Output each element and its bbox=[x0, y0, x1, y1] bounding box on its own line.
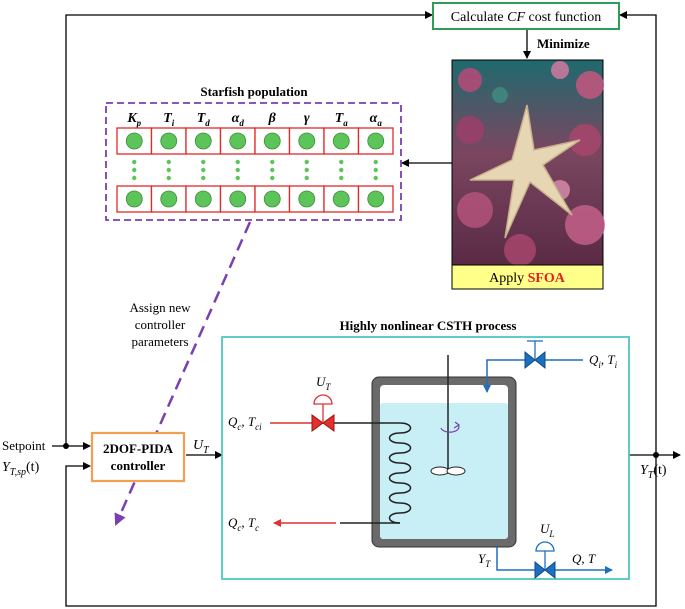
setpoint-label: Setpoint bbox=[2, 438, 46, 453]
param-cell bbox=[219, 185, 256, 213]
outlet-label: Q, T bbox=[572, 551, 596, 566]
starfish-agent-dot bbox=[367, 132, 385, 150]
starfish-agent-dot bbox=[332, 132, 350, 150]
starfish-agent-dot bbox=[263, 132, 281, 150]
param-header: Ti bbox=[163, 111, 175, 128]
ellipsis-dot bbox=[201, 159, 206, 165]
ellipsis-dot bbox=[304, 175, 309, 181]
ellipsis-dot bbox=[201, 167, 206, 173]
valve-ut-icon bbox=[311, 394, 335, 432]
ellipsis-dot bbox=[339, 159, 344, 165]
cost-function-label: Calculate CF cost function bbox=[451, 10, 601, 25]
minimize-label: Minimize bbox=[537, 36, 590, 51]
ellipsis-dot bbox=[132, 167, 137, 173]
ellipsis-dot bbox=[270, 159, 275, 165]
svg-text:Assign new: Assign new bbox=[129, 300, 191, 315]
starfish-agent-dot bbox=[229, 190, 247, 208]
param-header: γ bbox=[304, 111, 310, 126]
ellipsis-dot bbox=[132, 159, 137, 165]
stirrer-icon bbox=[430, 355, 466, 476]
starfish-agent-dot bbox=[263, 190, 281, 208]
population-title: Starfish population bbox=[200, 84, 308, 99]
setpoint-junction bbox=[63, 443, 69, 449]
param-header: Td bbox=[197, 111, 211, 128]
svg-text:controller: controller bbox=[135, 317, 186, 332]
svg-text:parameters: parameters bbox=[131, 334, 188, 349]
control-signal-label: UT bbox=[193, 438, 210, 456]
starfish-agent-dot bbox=[160, 132, 178, 150]
svg-text:controller: controller bbox=[111, 458, 166, 473]
starfish-photo: Apply SFOA bbox=[451, 59, 605, 290]
starfish-agent-dot bbox=[194, 190, 212, 208]
apply-sfoa-label: Apply SFOA bbox=[489, 271, 566, 286]
population-box bbox=[105, 102, 402, 221]
ellipsis-dot bbox=[270, 167, 275, 173]
valve-ul-icon bbox=[534, 541, 556, 580]
ellipsis-dot bbox=[339, 175, 344, 181]
ellipsis-dot bbox=[339, 167, 344, 173]
ellipsis-dot bbox=[304, 167, 309, 173]
starfish-agent-dot bbox=[125, 190, 143, 208]
tank-level-label: YT bbox=[478, 551, 491, 569]
ellipsis-dot bbox=[166, 159, 171, 165]
ellipsis-dot bbox=[304, 159, 309, 165]
ellipsis-dot bbox=[270, 175, 275, 181]
ellipsis-dot bbox=[373, 167, 378, 173]
coolant-lines bbox=[270, 422, 336, 527]
setpoint-signal-label: YT,sp(t) bbox=[2, 460, 40, 478]
process-box bbox=[221, 336, 630, 580]
ellipsis-dot bbox=[166, 175, 171, 181]
coolant-out-label: Qc, Tc bbox=[228, 515, 259, 533]
output-junction bbox=[653, 452, 659, 458]
param-header: β bbox=[268, 111, 277, 126]
starfish-agent-dot bbox=[298, 190, 316, 208]
param-header: αa bbox=[370, 111, 383, 128]
starfish-agent-dot bbox=[125, 132, 143, 150]
controller-box: 2DOF-PIDA controller bbox=[90, 431, 186, 483]
ellipsis-dot bbox=[201, 175, 206, 181]
process-title: Highly nonlinear CSTH process bbox=[340, 318, 517, 333]
inlet-stream bbox=[483, 359, 583, 393]
output-signal-label: YT(t) bbox=[640, 463, 667, 481]
parameter-rows bbox=[116, 127, 394, 213]
valve-ul-label: UL bbox=[540, 521, 554, 539]
cost-function-box: Calculate CF cost function bbox=[432, 2, 620, 30]
starfish-agent-dot bbox=[367, 190, 385, 208]
param-header: Kp bbox=[126, 111, 141, 128]
ellipsis-dot bbox=[235, 175, 240, 181]
parameter-headers: Kp Ti Td αd β γ Ta αa bbox=[126, 111, 382, 128]
inlet-label: Qi, Ti bbox=[589, 352, 618, 370]
starfish-agent-dot bbox=[229, 132, 247, 150]
starfish-agent-dot bbox=[194, 132, 212, 150]
starfish-agent-dot bbox=[160, 190, 178, 208]
starfish-agent-dot bbox=[332, 190, 350, 208]
ellipsis-dot bbox=[373, 175, 378, 181]
coolant-in-label: Qc, Tci bbox=[228, 414, 262, 432]
param-header: αd bbox=[232, 111, 245, 128]
starfish-agent-dot bbox=[298, 132, 316, 150]
ellipsis-dot bbox=[373, 159, 378, 165]
ellipsis-dot bbox=[132, 175, 137, 181]
assign-label: Assign new controller parameters bbox=[129, 300, 191, 349]
ellipsis-dot bbox=[166, 167, 171, 173]
outlet-stream bbox=[496, 547, 613, 574]
svg-text:2DOF-PIDA: 2DOF-PIDA bbox=[103, 441, 174, 456]
starfish-icon bbox=[469, 104, 581, 239]
ellipsis-dot bbox=[235, 167, 240, 173]
ellipsis-dot bbox=[235, 159, 240, 165]
valve-ut-label: UT bbox=[316, 374, 331, 392]
valve-inlet-icon bbox=[524, 340, 546, 370]
param-header: Ta bbox=[335, 111, 349, 128]
